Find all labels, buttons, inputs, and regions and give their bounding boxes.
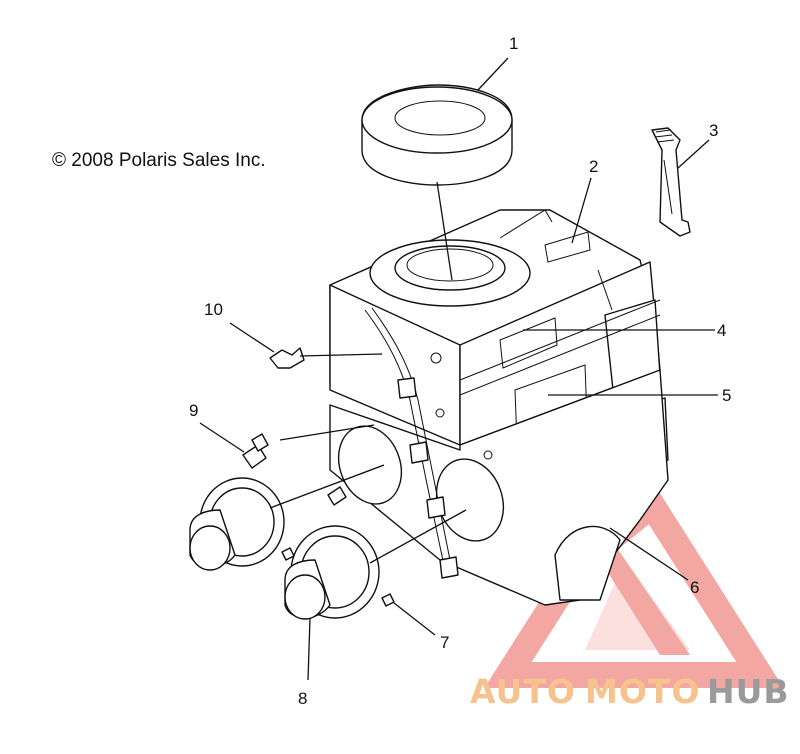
callout-3: 3 xyxy=(709,121,718,140)
callout-9: 9 xyxy=(189,401,198,420)
air-filter-element xyxy=(361,84,513,186)
callout-10: 10 xyxy=(204,300,223,319)
watermark-text: AUTO MOTO HUB xyxy=(470,672,790,711)
callout-2: 2 xyxy=(589,157,598,176)
callout-1: 1 xyxy=(509,34,518,53)
watermark-hub: HUB xyxy=(707,672,790,711)
airbox-housing xyxy=(329,209,669,606)
watermark-auto: AUTO xyxy=(470,672,576,711)
copyright-text: © 2008 Polaris Sales Inc. xyxy=(52,150,266,171)
callout-7: 7 xyxy=(440,633,449,652)
callout-6: 6 xyxy=(690,578,699,597)
leader-lines xyxy=(199,57,718,681)
screw-part xyxy=(281,547,395,607)
watermark-moto: MOTO xyxy=(585,672,700,711)
callout-8: 8 xyxy=(298,689,307,708)
fitting-part xyxy=(242,433,347,506)
intake-boot-left xyxy=(189,477,285,571)
intake-boot-right xyxy=(284,525,380,620)
callout-5: 5 xyxy=(722,386,731,405)
callout-4: 4 xyxy=(717,321,726,340)
strap-part xyxy=(651,127,691,237)
wing-nut-part xyxy=(269,347,305,369)
